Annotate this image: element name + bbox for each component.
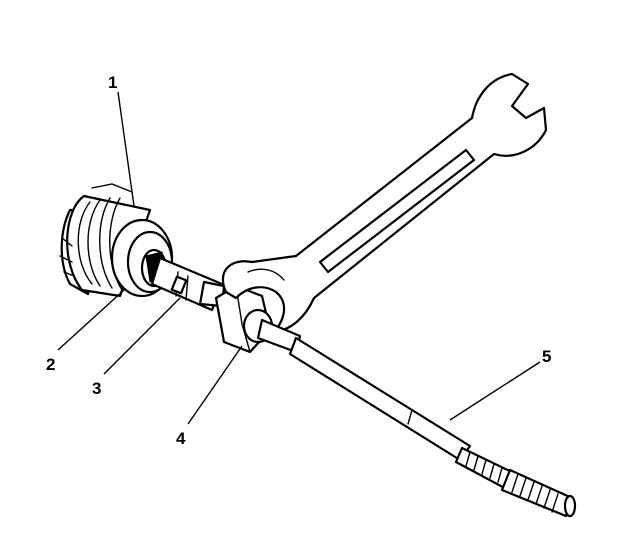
leader-1: [117, 91, 135, 207]
leader-5: [449, 361, 541, 421]
callout-1: 1: [108, 73, 117, 92]
callout-2: 2: [46, 355, 55, 374]
steering-gear-housing: [59, 183, 152, 298]
inner-tie-rod-shaft: [150, 256, 226, 312]
leader-3: [103, 297, 181, 375]
outer-tie-rod: [256, 318, 577, 518]
callout-4: 4: [176, 429, 186, 448]
jam-nut: [214, 284, 274, 354]
leader-2: [57, 289, 125, 351]
leader-4: [187, 345, 243, 425]
callout-3: 3: [92, 379, 101, 398]
open-end-wrench: [221, 72, 548, 334]
callout-5: 5: [542, 347, 551, 366]
